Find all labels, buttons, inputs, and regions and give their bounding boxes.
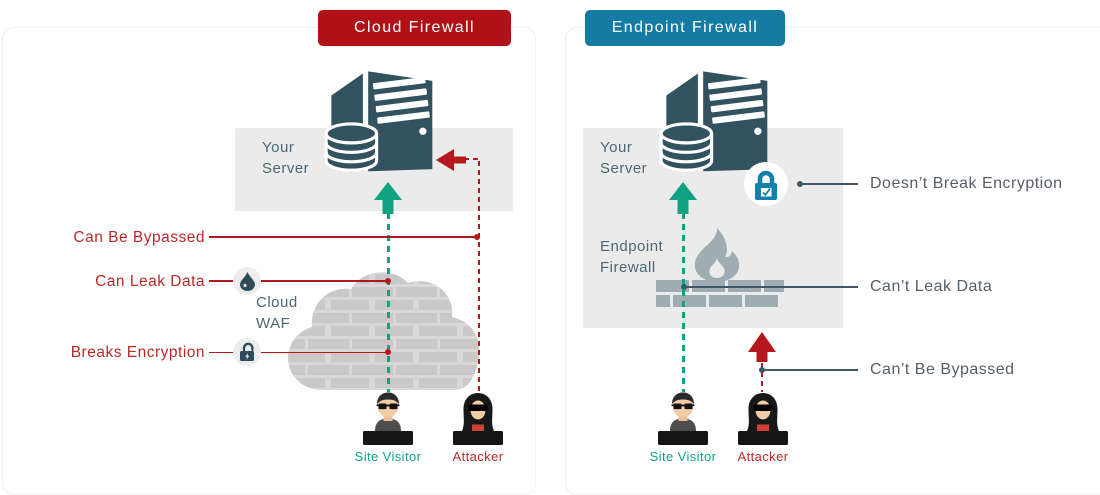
leak-line-left-a	[209, 280, 234, 282]
endpoint-firewall-header: Endpoint Firewall	[585, 10, 785, 46]
bypass-dot-left	[474, 234, 480, 240]
cloud-firewall-header: Cloud Firewall	[318, 10, 511, 46]
server-icon-left	[324, 71, 433, 172]
attacker-path-left	[477, 161, 480, 392]
up-arrow-icon-left	[374, 182, 402, 214]
leak-dot-right	[681, 284, 687, 290]
encryption-annotation-left: Breaks Encryption	[70, 344, 205, 361]
visitor-path-right	[681, 213, 685, 392]
cloud-waf-icon	[288, 272, 480, 390]
flame-icon	[694, 228, 740, 282]
attacker-label-left: Attacker	[452, 449, 504, 464]
leak-dot-left	[385, 278, 391, 284]
leak-line-right	[686, 286, 858, 288]
left-arrow-icon	[436, 149, 466, 171]
droplet-icon	[239, 271, 255, 291]
leak-annotation-left: Can Leak Data	[95, 273, 205, 290]
server-icon-right	[659, 71, 768, 172]
your-server-label-left: Your Server	[262, 139, 310, 177]
leak-annotation-right: Can’t Leak Data	[870, 278, 993, 295]
encryption-line-left-b	[261, 351, 386, 353]
lock-check-icon	[755, 170, 777, 200]
bypass-annotation-right: Can’t Be Bypassed	[870, 361, 1015, 378]
bypass-line-right	[764, 369, 858, 371]
up-arrow-icon-right	[669, 182, 697, 214]
attacker-avatar-right	[738, 393, 788, 445]
encryption-dot-left	[385, 349, 391, 355]
bypass-line-left	[209, 236, 475, 238]
leak-line-left-b	[261, 280, 386, 282]
your-server-label-right: Your Server	[600, 139, 648, 177]
brick-wall-icon	[656, 280, 784, 307]
visitor-avatar-left	[363, 392, 413, 445]
bypass-annotation-left: Can Be Bypassed	[73, 229, 205, 246]
unlock-icon	[239, 342, 254, 361]
bypass-dot-right	[759, 367, 765, 373]
encryption-line-left-a	[209, 351, 234, 353]
attacker-path-left-elbow	[464, 157, 479, 160]
attacker-label-right: Attacker	[737, 449, 789, 464]
endpoint-firewall-header-label: Endpoint Firewall	[611, 19, 759, 36]
leak-icon-circle	[233, 267, 261, 295]
database-icon	[324, 122, 379, 172]
cloud-waf-label: Cloud WAF	[256, 294, 298, 332]
lock-circle	[744, 162, 788, 206]
database-icon	[659, 122, 714, 172]
attacker-path-right	[760, 363, 763, 392]
cloud-firewall-panel	[2, 27, 536, 495]
encryption-icon-circle	[233, 338, 261, 366]
blocked-arrow-icon	[748, 332, 776, 362]
visitor-label-left: Site Visitor	[354, 449, 422, 464]
visitor-avatar-right	[658, 392, 708, 445]
endpoint-firewall-box-label: Endpoint Firewall	[600, 238, 664, 276]
cloud-firewall-header-label: Cloud Firewall	[354, 19, 475, 36]
attacker-avatar-left	[453, 393, 503, 445]
encryption-line-right	[801, 183, 858, 185]
visitor-label-right: Site Visitor	[649, 449, 717, 464]
encryption-annotation-right: Doesn’t Break Encryption	[870, 175, 1063, 192]
visitor-path-left	[386, 213, 390, 392]
encryption-dot-right	[797, 181, 803, 187]
